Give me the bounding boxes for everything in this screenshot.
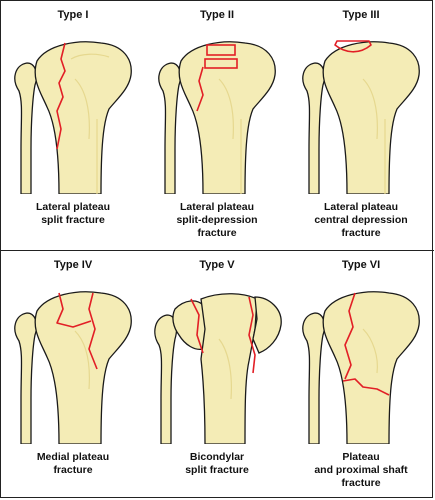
fracture-line	[56, 42, 66, 150]
tibia-shape	[322, 291, 420, 444]
bone-detail	[70, 53, 110, 194]
panel-type-iv: Type IV Medial plateau fracture	[1, 251, 145, 499]
caption-line: fracture	[197, 227, 237, 239]
caption-line: Plateau	[342, 451, 380, 463]
tibia-illustration-type-v	[154, 293, 282, 444]
bone-detail	[362, 328, 378, 374]
caption-line: Medial plateau	[36, 451, 110, 463]
panel-type-iii: Type III Lateral plateau central depress…	[289, 1, 433, 249]
panel-caption: Medial plateau fracture	[1, 451, 145, 477]
tibia-shape	[200, 293, 258, 444]
panel-caption: Lateral plateau central depression fract…	[289, 201, 433, 240]
caption-line: and proximal shaft	[314, 464, 408, 476]
caption-line: fracture	[53, 464, 93, 476]
fracture-line	[56, 292, 98, 370]
panel-title: Type V	[199, 259, 235, 271]
split-fragment	[204, 58, 238, 69]
fibula-shape	[14, 62, 38, 194]
fracture-line	[190, 296, 256, 374]
fibula-shape	[158, 62, 182, 194]
panel-title: Type II	[199, 9, 235, 21]
tibia-shape	[34, 291, 132, 444]
panel-title: Type I	[57, 9, 89, 21]
fibula-shape	[14, 312, 38, 444]
depressed-fragment	[334, 40, 372, 53]
caption-line: Lateral plateau	[179, 201, 255, 213]
tibia-illustration-type-ii	[158, 41, 276, 194]
bone-detail	[218, 78, 242, 194]
depressed-fragment	[206, 44, 236, 56]
panel-type-v: Type V Bicondylar split fracture	[145, 251, 289, 499]
bone-detail	[218, 338, 232, 400]
bone-detail	[362, 78, 386, 194]
caption-line: fracture	[341, 477, 381, 489]
caption-line: central depression	[314, 214, 408, 226]
tibia-shape	[178, 41, 276, 194]
panel-type-i: Type I Lateral plateau split fracture	[1, 1, 145, 249]
fibula-shape	[154, 314, 178, 444]
tibia-illustration-type-i	[14, 41, 132, 194]
tibia-illustration-type-iv	[14, 291, 132, 444]
shaft-fracture-line	[342, 378, 390, 396]
panel-title: Type IV	[53, 259, 93, 271]
caption-line: split fracture	[41, 214, 105, 226]
tibia-shape	[322, 41, 420, 194]
caption-line: split fracture	[185, 464, 249, 476]
panel-title: Type III	[342, 9, 380, 21]
lateral-condyle	[252, 296, 282, 354]
fracture-line	[344, 292, 356, 380]
panel-caption: Lateral plateau split fracture	[1, 201, 145, 227]
panel-title: Type VI	[341, 259, 381, 271]
caption-line: Lateral plateau	[35, 201, 111, 213]
caption-line: Lateral plateau	[323, 201, 399, 213]
caption-line: split-depression	[176, 214, 258, 226]
bone-detail	[74, 330, 90, 390]
tibia-illustration-type-vi	[302, 291, 420, 444]
panel-caption: Bicondylar split fracture	[145, 451, 289, 477]
panel-caption: Lateral plateau split-depression fractur…	[145, 201, 289, 240]
fracture-line	[196, 66, 204, 112]
caption-line: Bicondylar	[189, 451, 245, 463]
panel-type-ii: Type II Lateral plateau split-depression…	[145, 1, 289, 249]
tibia-illustration-type-iii	[302, 40, 420, 194]
panel-type-vi: Type VI Plateau and proximal shaft fract…	[289, 251, 433, 499]
caption-line: fracture	[341, 227, 381, 239]
tibia-shape	[34, 41, 132, 194]
row-divider	[1, 250, 434, 251]
fibula-shape	[302, 312, 326, 444]
fibula-shape	[302, 62, 326, 194]
panel-caption: Plateau and proximal shaft fracture	[289, 451, 433, 490]
